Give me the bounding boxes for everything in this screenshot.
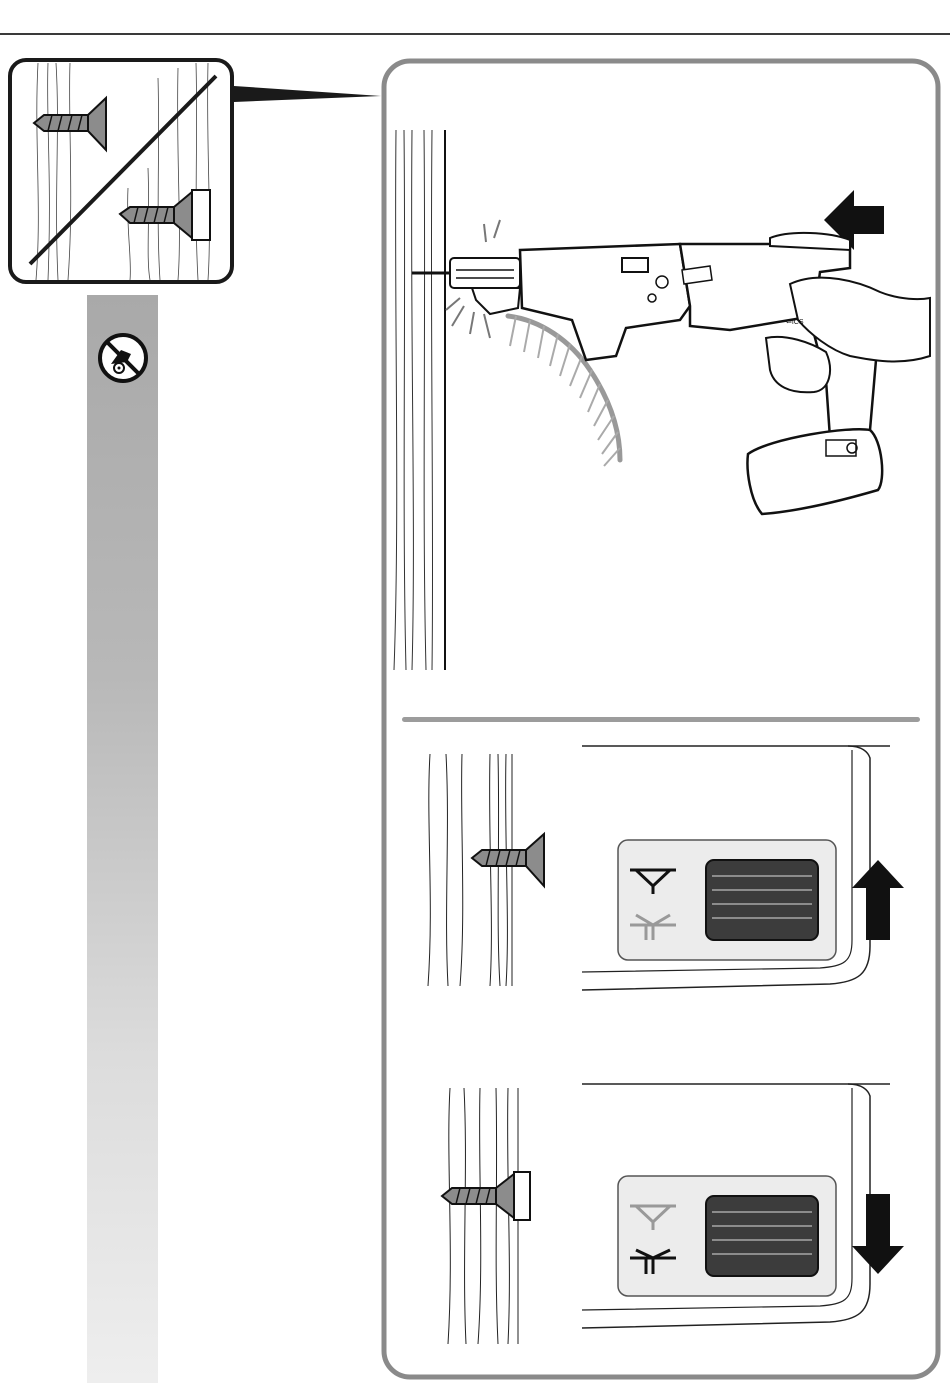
screw-countersunk-detail-icon <box>442 1174 514 1218</box>
depth-up-arrow-icon <box>852 860 904 940</box>
no-grinding-prohibition-icon <box>97 332 149 384</box>
depth-down-arrow-icon <box>852 1194 904 1274</box>
depth-knob <box>706 1196 818 1276</box>
section-divider <box>402 717 920 722</box>
screw-flush-icon <box>472 834 544 886</box>
drill-label: ⇐ICS <box>786 319 804 326</box>
depth-knob <box>706 860 818 940</box>
top-rule <box>0 33 950 35</box>
depth-adjust-down-scene <box>400 1078 930 1348</box>
side-strip <box>87 295 158 1383</box>
screwdriver-drill-scene: ⇐ICS <box>390 120 940 680</box>
inset-screw-detail <box>8 58 234 284</box>
depth-adjust-up-scene <box>400 740 930 1000</box>
